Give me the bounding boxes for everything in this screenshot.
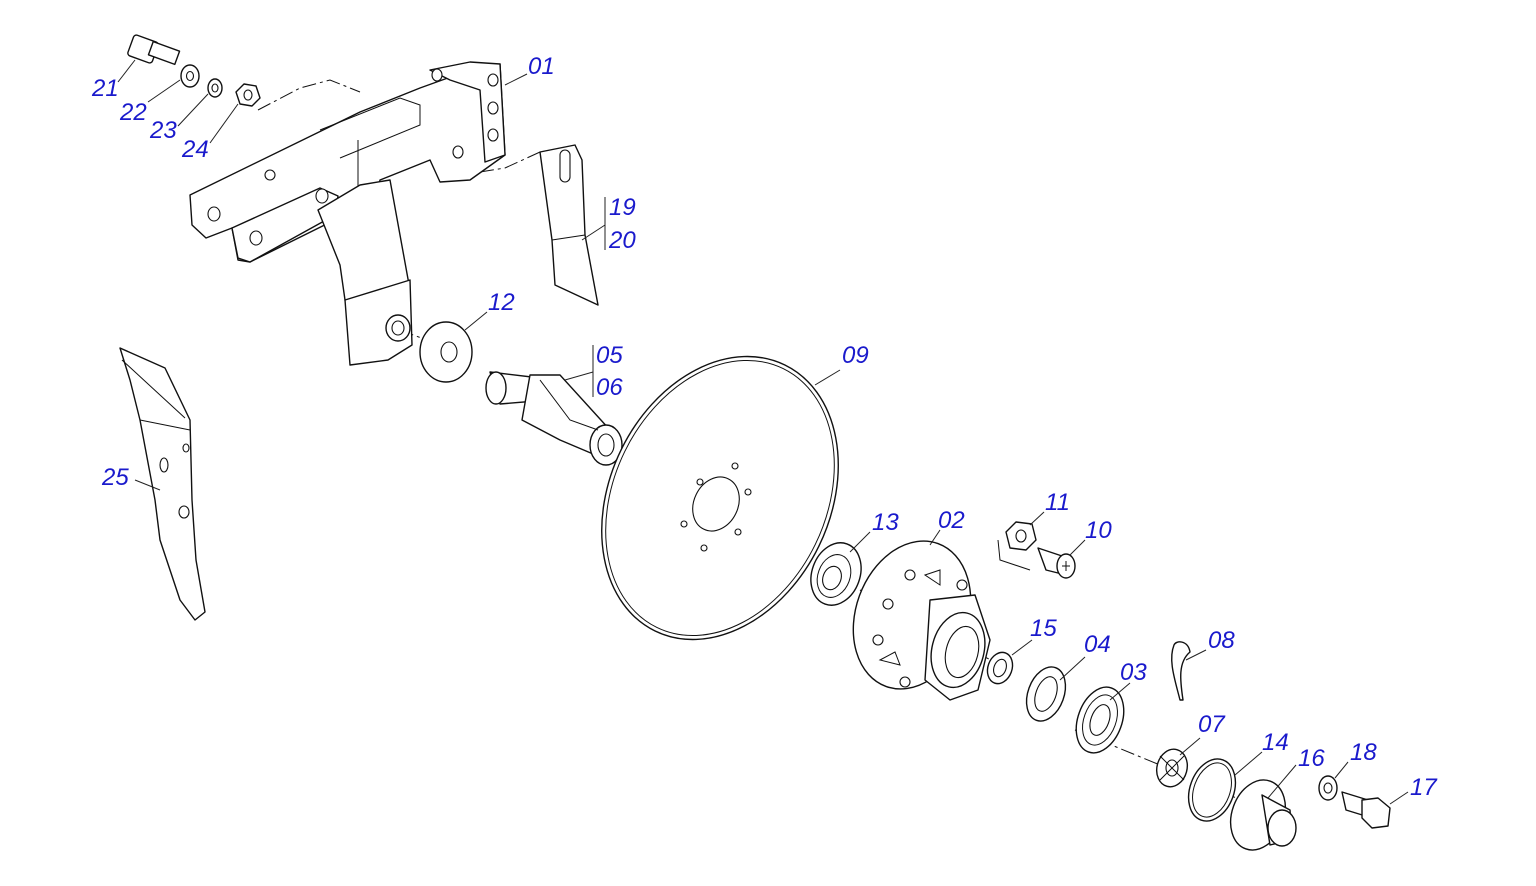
axle-05-06 [485, 371, 623, 466]
label-16: 16 [1298, 745, 1325, 772]
frame-01 [189, 61, 506, 366]
label-15: 15 [1030, 615, 1057, 642]
cotter-pin-08 [1171, 641, 1191, 701]
nut-11 [1005, 521, 1037, 551]
washer-12 [419, 321, 473, 383]
cap-16 [1229, 779, 1297, 851]
label-12: 12 [488, 289, 515, 316]
label-19: 19 [609, 194, 636, 221]
washer-22 [180, 64, 200, 88]
label-18: 18 [1350, 739, 1377, 766]
hub-02 [852, 540, 991, 701]
label-03: 03 [1120, 659, 1147, 686]
label-23: 23 [149, 117, 177, 144]
label-05: 05 [596, 342, 623, 369]
disc-09 [601, 355, 839, 641]
part-labels: 01 02 03 04 05 06 07 08 09 10 11 12 13 1… [91, 53, 1438, 801]
label-24: 24 [181, 136, 209, 163]
shank-25 [119, 347, 206, 621]
spacer-15 [986, 651, 1014, 685]
label-09: 09 [842, 342, 869, 369]
gasket-14 [1187, 758, 1237, 822]
washer-18 [1318, 775, 1338, 801]
label-20: 20 [608, 227, 636, 254]
label-22: 22 [119, 99, 147, 126]
bolt-21 [127, 34, 181, 66]
label-04: 04 [1084, 631, 1111, 658]
label-10: 10 [1085, 517, 1112, 544]
label-17: 17 [1410, 774, 1438, 801]
bearing-03 [1075, 686, 1125, 754]
label-08: 08 [1208, 627, 1235, 654]
label-25: 25 [101, 464, 129, 491]
nut-24 [235, 83, 261, 107]
seal-13 [810, 542, 862, 606]
label-13: 13 [872, 509, 899, 536]
seal-04 [1025, 666, 1067, 722]
leader-lines [117, 59, 1409, 805]
castle-nut-07 [1155, 748, 1189, 788]
label-14: 14 [1262, 729, 1289, 756]
lock-washer-23 [207, 78, 223, 98]
label-11: 11 [1045, 489, 1070, 516]
label-21: 21 [91, 75, 119, 102]
label-02: 02 [938, 507, 965, 534]
label-07: 07 [1198, 711, 1226, 738]
bolt-17 [1341, 791, 1391, 829]
label-01: 01 [528, 53, 555, 80]
bolt-10 [997, 539, 1076, 579]
label-06: 06 [596, 374, 623, 401]
scraper-blade-19-20 [539, 144, 599, 306]
